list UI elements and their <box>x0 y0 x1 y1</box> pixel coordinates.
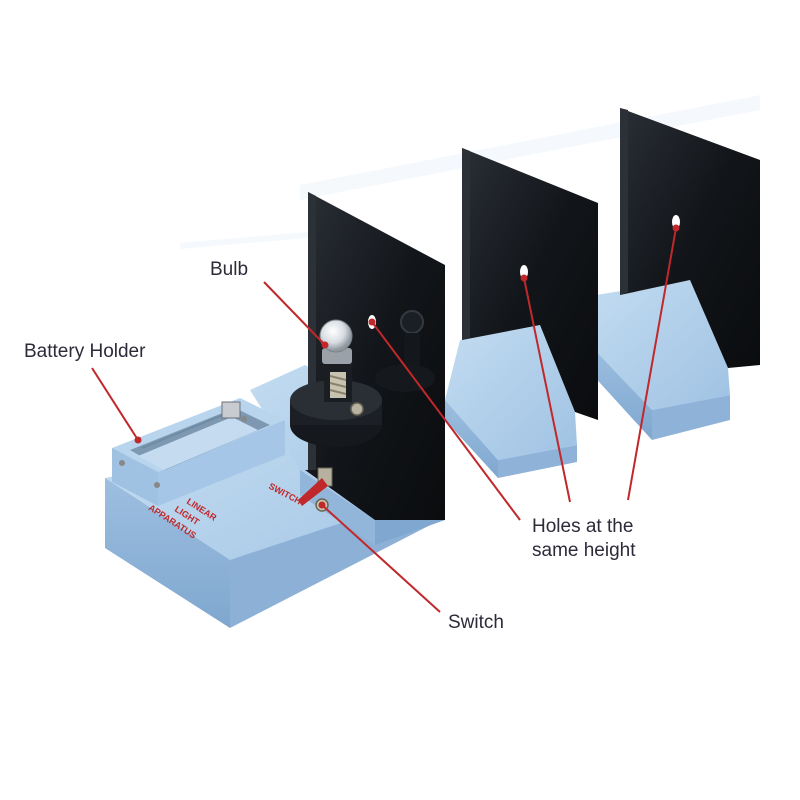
pointer-battery <box>91 367 139 441</box>
pointer-bulb <box>263 281 326 346</box>
pointer-switch <box>321 504 441 613</box>
screen-3-plate <box>620 108 760 368</box>
label-switch: Switch <box>448 612 504 633</box>
switch-lever <box>298 478 328 506</box>
screen-2-stand <box>445 325 577 460</box>
pointer-hole-1 <box>371 321 521 521</box>
screen-3-assembly <box>590 108 760 440</box>
label-bulb: Bulb <box>210 259 249 280</box>
pointer-hole-3 <box>627 227 677 501</box>
screen-2-plate <box>462 148 598 420</box>
pointer-hole-2 <box>523 277 571 503</box>
screen-3-stand <box>590 280 730 410</box>
bulb-assembly <box>290 319 382 447</box>
screen-2-assembly <box>445 148 598 478</box>
label-battery-holder: Battery Holder <box>24 341 146 362</box>
label-holes-line-2: same height <box>532 540 636 561</box>
bulb-glass-base <box>322 348 352 364</box>
battery-holder <box>112 398 285 506</box>
pointer-lines <box>91 224 680 613</box>
label-holes: Holes at the same height <box>532 515 692 563</box>
label-holes-line-1: Holes at the <box>532 516 634 537</box>
